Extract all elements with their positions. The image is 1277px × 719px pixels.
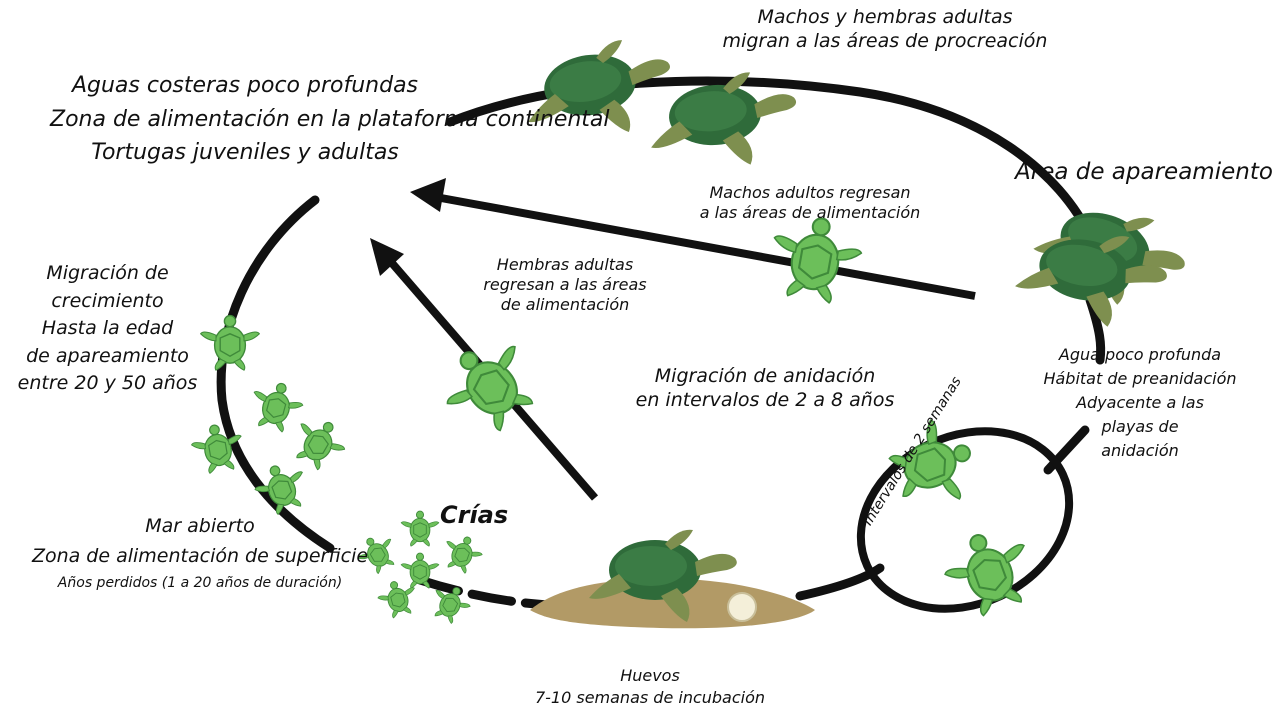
- males-return-label: Machos adultos regresan a las áreas de a…: [660, 183, 960, 223]
- open-sea-label: Mar abierto Zona de alimentación de supe…: [30, 515, 370, 592]
- growth-migration-label: Migración de crecimiento Hasta la edad d…: [0, 260, 215, 398]
- hatchling-icon: [439, 531, 487, 577]
- mating-area-label: Área de apareamiento: [1015, 158, 1273, 187]
- eggs-label: Huevos 7-10 semanas de incubación: [500, 665, 800, 710]
- females-return-label: Hembras adultas regresan a las áreas de …: [445, 255, 685, 315]
- preannidation-habitat-label: Agua poco profunda Hábitat de preanidaci…: [1020, 343, 1260, 463]
- adults-migrate-label: Machos y hembras adultas migran a las ár…: [700, 6, 1070, 54]
- hatchling-icon: [250, 458, 313, 519]
- hatchling-icon: [285, 411, 352, 477]
- egg-icon: [728, 593, 756, 621]
- hatchlings-label: Crías: [440, 500, 508, 530]
- nesting-migration-label: Migración de anidación en intervalos de …: [600, 365, 930, 413]
- arrowhead-males-return: [410, 178, 446, 212]
- hatchling-icon: [401, 511, 439, 546]
- coastal-waters-label: Aguas costeras poco profundas Zona de al…: [50, 72, 440, 167]
- hatchling-icon: [246, 377, 307, 435]
